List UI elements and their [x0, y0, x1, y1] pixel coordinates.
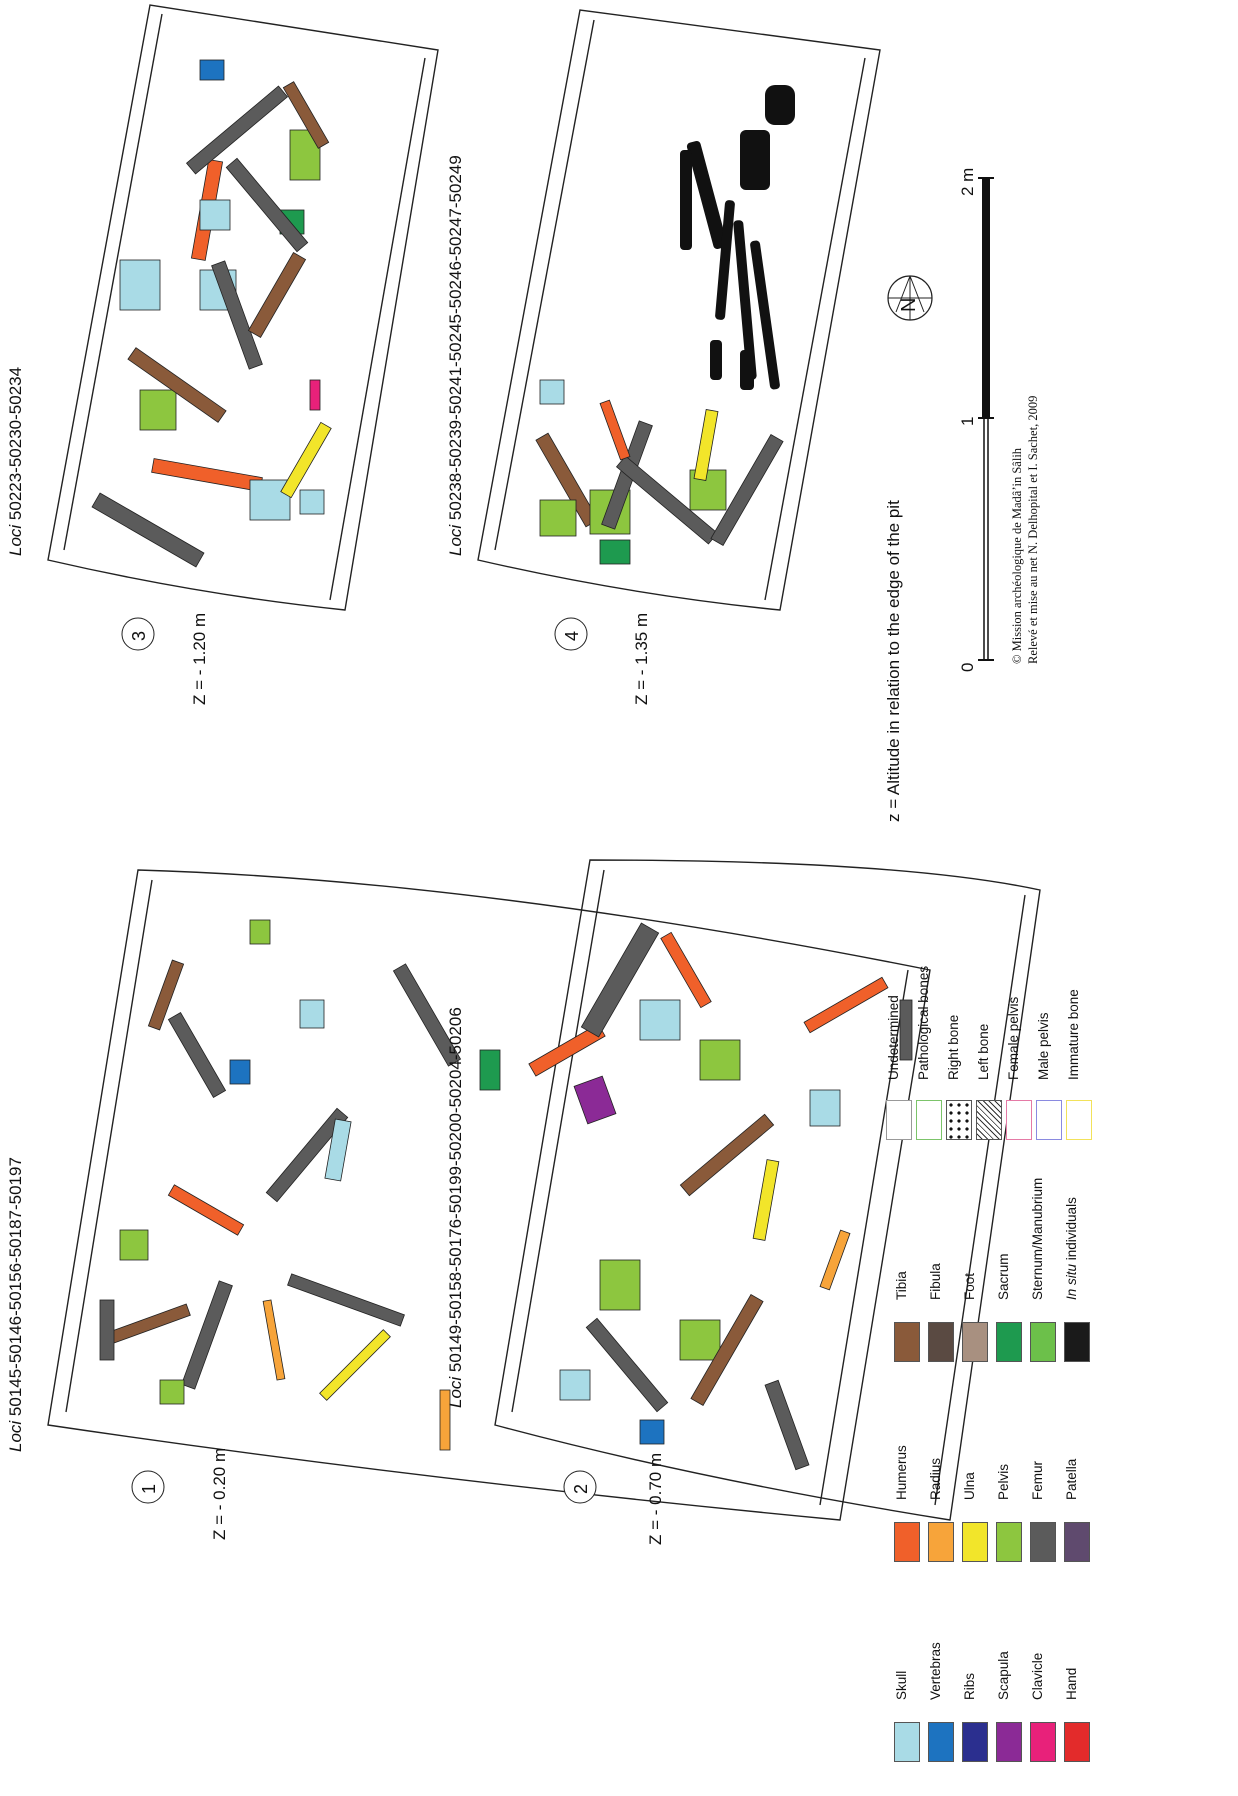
legend-swatch-col2-5 [1064, 1522, 1090, 1562]
loci-label-panel-3: Loci 50223-50230-50234 [6, 366, 25, 556]
scale-tick-1: 1 [958, 416, 977, 426]
legend-label-col3-0: Tibia [894, 1271, 909, 1300]
north-compass-icon [887, 275, 933, 321]
legend-label-col1-5: Hand [1064, 1667, 1079, 1700]
legend-label-col4-1: Pathological bones [916, 965, 931, 1080]
legend-swatch-col1-3 [996, 1722, 1022, 1762]
bones-panel-1 [99, 919, 617, 1451]
panel-number-2: 2 [571, 1483, 591, 1494]
panel-number-4: 4 [562, 630, 582, 641]
legend-swatch-col3-3 [996, 1322, 1022, 1362]
legend-swatch-col1-4 [1030, 1722, 1056, 1762]
legend-swatch-col2-1 [928, 1522, 954, 1562]
legend-label-col4-3: Left bone [976, 1023, 991, 1080]
altitude-note: z = Altitude in relation to the edge of … [884, 500, 903, 822]
z-label-panel-2: Z = - 0.70 m [646, 1452, 665, 1545]
legend-label-col2-5: Patella [1064, 1458, 1079, 1500]
credit-line-1: © Mission archéologique de Madâ’in Sâlih [1010, 447, 1024, 664]
legend-label-col2-0: Humerus [894, 1445, 909, 1500]
legend-swatch-col1-2 [962, 1722, 988, 1762]
legend-label-col1-0: Skull [894, 1670, 909, 1700]
legend-label-col4-2: Right bone [946, 1014, 961, 1080]
panel-number-1: 1 [139, 1483, 159, 1494]
legend-swatch-col3-2 [962, 1322, 988, 1362]
scale-tick-2: 2 m [958, 167, 977, 196]
legend-swatch-col2-0 [894, 1522, 920, 1562]
legend-swatch-col4-3 [976, 1100, 1002, 1140]
legend-swatch-col4-4 [1006, 1100, 1032, 1140]
legend-swatch-col4-2 [946, 1100, 972, 1140]
bones-panel-4 [535, 379, 784, 565]
panel-number-3: 3 [129, 630, 149, 641]
legend-swatch-col3-0 [894, 1322, 920, 1362]
legend-swatch-col4-0 [886, 1100, 912, 1140]
legend-label-col4-4: Female pelvis [1006, 996, 1021, 1080]
legend-label-col2-4: Femur [1030, 1460, 1045, 1500]
legend-swatch-col1-5 [1064, 1722, 1090, 1762]
legend-label-col1-4: Clavicle [1030, 1652, 1045, 1700]
legend-label-col3-5: In situ individuals [1064, 1197, 1079, 1300]
legend-swatch-col4-1 [916, 1100, 942, 1140]
bones-panel-2 [559, 922, 913, 1471]
scale-bar [978, 177, 994, 661]
credit-line-2: Relevé et mise au net N. Delhopital et I… [1026, 395, 1040, 664]
pit-outline-2 [494, 859, 1041, 1521]
legend-swatch-col4-6 [1066, 1100, 1092, 1140]
z-label-panel-4: Z = - 1.35 m [632, 612, 651, 705]
legend-label-col1-3: Scapula [996, 1651, 1011, 1700]
loci-label-panel-4: Loci 50238-50239-50241-50245-50246-50247… [446, 155, 465, 556]
legend-swatch-col3-4 [1030, 1322, 1056, 1362]
scale-tick-0: 0 [958, 662, 977, 672]
z-label-panel-3: Z = - 1.20 m [190, 612, 209, 705]
legend-swatch-col3-1 [928, 1322, 954, 1362]
pit-outline-3 [47, 4, 439, 611]
legend-swatch-col1-0 [894, 1722, 920, 1762]
pit-outline-1 [47, 869, 931, 1521]
legend-label-col2-2: Ulna [962, 1472, 977, 1500]
bones-panel-3 [91, 59, 332, 568]
compass-label: N [898, 297, 920, 312]
legend-swatch-col2-2 [962, 1522, 988, 1562]
legend-swatch-col2-4 [1030, 1522, 1056, 1562]
legend-label-col3-3: Sacrum [996, 1253, 1011, 1300]
pit-outline-4 [477, 9, 881, 611]
legend-label-col4-5: Male pelvis [1036, 1012, 1051, 1080]
loci-label-panel-2: Loci 50149-50158-50176-50199-50200-50204… [446, 1007, 465, 1408]
legend-label-col1-1: Vertebras [928, 1642, 943, 1700]
legend-swatch-col1-1 [928, 1722, 954, 1762]
legend-swatch-col2-3 [996, 1522, 1022, 1562]
legend-label-col2-3: Pelvis [996, 1463, 1011, 1500]
legend-label-col3-1: Fibula [928, 1263, 943, 1300]
legend-label-col1-2: Ribs [962, 1672, 977, 1700]
loci-label-panel-1: Loci 50145-50146-50156-50187-50197 [6, 1157, 25, 1452]
z-label-panel-1: Z = - 0.20 m [210, 1447, 229, 1540]
legend-swatch-col3-5 [1064, 1322, 1090, 1362]
legend-label-col3-4: Sternum/Manubrium [1030, 1177, 1045, 1300]
in-situ-individual-panel-4 [680, 85, 795, 390]
legend-label-col2-1: Radius [928, 1457, 943, 1500]
legend-label-col4-0: Undetermined [886, 995, 901, 1080]
legend-label-col3-2: Foot [962, 1272, 977, 1300]
legend-swatch-col4-5 [1036, 1100, 1062, 1140]
legend-label-col4-6: Immature bone [1066, 989, 1081, 1080]
